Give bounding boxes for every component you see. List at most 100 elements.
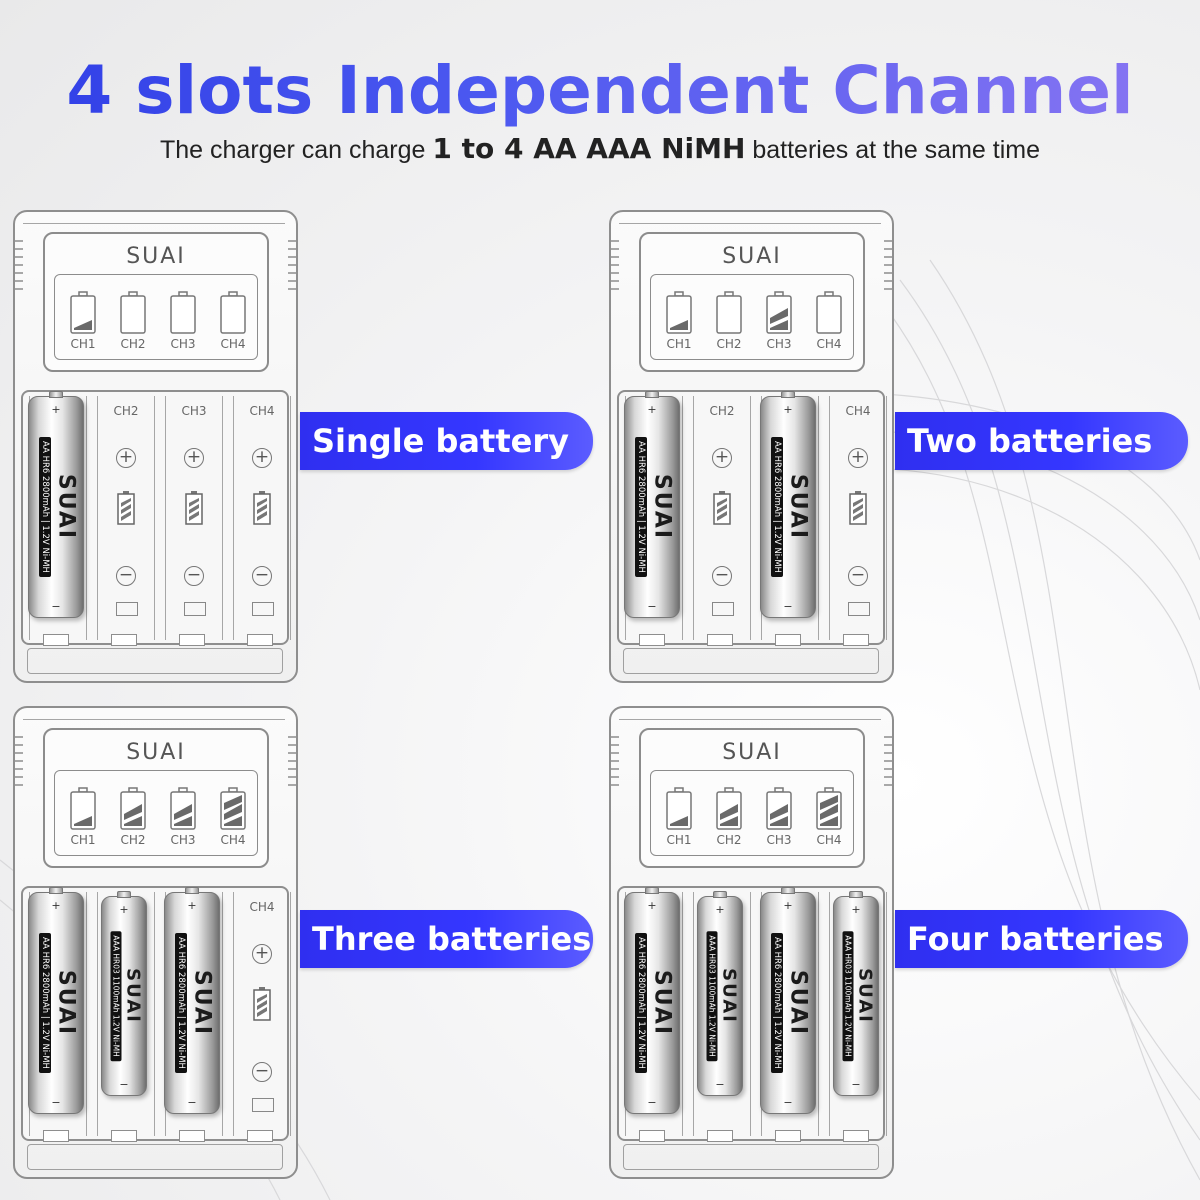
- channel-label: CH4: [816, 833, 842, 847]
- subline-post: batteries at the same time: [752, 136, 1040, 164]
- side-vent: [15, 784, 23, 786]
- battery-polarity-icon: [253, 987, 271, 1021]
- battery-level-icon: [665, 291, 693, 335]
- plus-mark: +: [647, 403, 657, 416]
- side-vent: [288, 240, 296, 242]
- side-vent: [15, 736, 23, 738]
- minus-mark: −: [647, 600, 657, 613]
- channel-label: CH3: [766, 833, 792, 847]
- charger-top-band: [619, 214, 881, 224]
- battery-level-icon: [69, 291, 97, 335]
- slot-base-pad: [639, 1130, 665, 1142]
- slot-base-pad: [43, 634, 69, 646]
- side-vent: [288, 272, 296, 274]
- battery-slot[interactable]: CH2+−: [97, 396, 155, 640]
- battery-polarity-icon: [185, 491, 203, 525]
- side-vent: [611, 760, 619, 762]
- side-vent: [884, 288, 892, 290]
- battery-slot[interactable]: CH4+−: [829, 396, 887, 640]
- battery-terminal-cap: [49, 391, 63, 398]
- battery-level-icon: [815, 787, 843, 831]
- callout-label: Four batteries: [895, 910, 1188, 968]
- channel-label: CH2: [120, 833, 146, 847]
- plus-terminal-icon: +: [184, 448, 204, 468]
- battery-slot[interactable]: CH2+−: [693, 396, 751, 640]
- side-vent: [288, 768, 296, 770]
- battery-slot[interactable]: CH3+−: [165, 396, 223, 640]
- channel-label: CH1: [70, 337, 96, 351]
- plus-terminal-icon: +: [252, 448, 272, 468]
- slot-base-pad: [111, 634, 137, 646]
- subline: The charger can charge 1 to 4 AA AAA NiM…: [0, 132, 1200, 165]
- side-vent: [884, 784, 892, 786]
- side-vent: [611, 744, 619, 746]
- side-vent: [884, 280, 892, 282]
- plus-mark: +: [647, 899, 657, 912]
- battery-slot[interactable]: [97, 892, 155, 1136]
- slot-contact: [116, 602, 138, 616]
- plus-mark: +: [51, 899, 61, 912]
- side-vent: [15, 768, 23, 770]
- battery-spec-label: AA HR6 2800mAh | 1.2V Ni-MH: [771, 437, 783, 577]
- battery-slot[interactable]: CH4+−: [233, 396, 291, 640]
- battery-brand-logo: SUAI: [649, 969, 675, 1037]
- slot-base-pad: [247, 634, 273, 646]
- battery-polarity-icon: [849, 491, 867, 525]
- battery-slot[interactable]: [693, 892, 751, 1136]
- channel-label: CH4: [816, 337, 842, 351]
- slot-channel-label: CH4: [845, 404, 871, 418]
- slot-channel-label: CH2: [113, 404, 139, 418]
- plus-mark: +: [119, 903, 129, 916]
- battery-terminal-cap: [713, 891, 727, 898]
- side-vent: [288, 760, 296, 762]
- side-vent: [884, 272, 892, 274]
- side-vent: [15, 240, 23, 242]
- minus-mark: −: [851, 1078, 861, 1091]
- battery-terminal-cap: [117, 891, 131, 898]
- side-vent: [884, 760, 892, 762]
- minus-mark: −: [715, 1078, 725, 1091]
- slot-base-pad: [179, 1130, 205, 1142]
- side-vent: [884, 264, 892, 266]
- charger-top-band: [619, 710, 881, 720]
- side-vent: [611, 288, 619, 290]
- side-vent: [288, 248, 296, 250]
- battery-slot[interactable]: CH4+−: [233, 892, 291, 1136]
- plus-terminal-icon: +: [252, 944, 272, 964]
- slot-base-pad: [111, 1130, 137, 1142]
- side-vent: [884, 768, 892, 770]
- battery-spec-label: AA HR6 2800mAh | 1.2V Ni-MH: [39, 933, 51, 1073]
- battery-brand-logo: SUAI: [53, 969, 79, 1037]
- battery-slot[interactable]: [829, 892, 887, 1136]
- battery-spec-label: AA HR6 2800mAh | 1.2V Ni-MH: [635, 437, 647, 577]
- side-vent: [884, 744, 892, 746]
- brand-logo: SUAI: [722, 244, 782, 269]
- side-vent: [611, 776, 619, 778]
- battery-terminal-cap: [781, 391, 795, 398]
- minus-terminal-icon: −: [116, 566, 136, 586]
- side-vent: [288, 776, 296, 778]
- battery-spec-label: AAA HR03 1100mAh 1.2V Ni-MH: [842, 931, 854, 1061]
- slot-channel-label: CH2: [709, 404, 735, 418]
- callout-label: Two batteries: [895, 412, 1188, 470]
- channel-label: CH1: [666, 833, 692, 847]
- slot-channel-label: CH4: [249, 900, 275, 914]
- channel-label: CH3: [170, 337, 196, 351]
- plus-terminal-icon: +: [712, 448, 732, 468]
- battery-terminal-cap: [849, 891, 863, 898]
- side-vent: [611, 272, 619, 274]
- minus-terminal-icon: −: [184, 566, 204, 586]
- battery-brand-logo: SUAI: [53, 473, 79, 541]
- plus-mark: +: [715, 903, 725, 916]
- battery-level-icon: [715, 787, 743, 831]
- battery-spec-label: AA HR6 2800mAh | 1.2V Ni-MH: [39, 437, 51, 577]
- slot-contact: [848, 602, 870, 616]
